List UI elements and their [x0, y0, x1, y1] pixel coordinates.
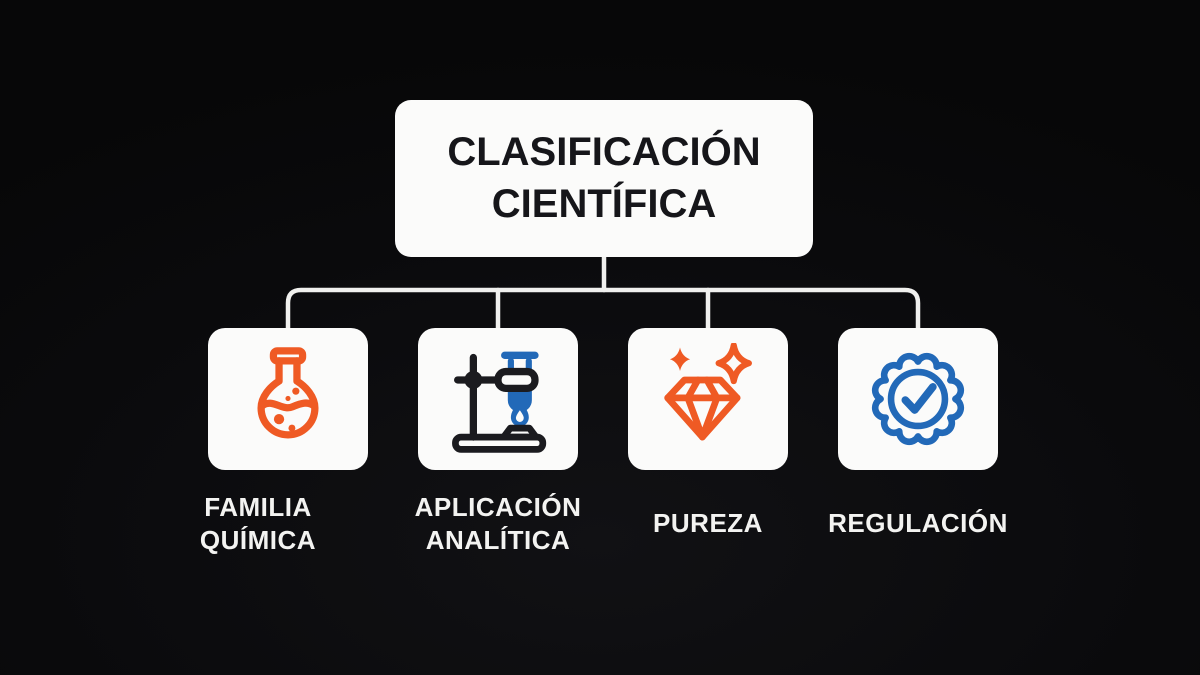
category-label: APLICACIÓN ANALÍTICA — [414, 491, 582, 555]
connector-branch-rail — [285, 287, 921, 333]
sparkle-small — [669, 347, 691, 371]
category-card-pureza — [628, 328, 788, 470]
category-card-familia-quimica — [208, 328, 368, 470]
category-card-regulacion — [838, 328, 998, 470]
sparkle-large — [715, 343, 752, 385]
badge-check-icon — [871, 352, 965, 446]
category-card-aplicacion-analitica — [418, 328, 578, 470]
lab-stand-icon — [452, 351, 547, 453]
page-title: CLASIFICACIÓN CIENTÍFICA — [447, 130, 761, 226]
category-label: REGULACIÓN — [828, 508, 1008, 539]
category-label: FAMILIA QUÍMICA — [199, 491, 317, 555]
title-card: CLASIFICACIÓN CIENTÍFICA — [395, 100, 813, 257]
gem-icon — [664, 343, 752, 441]
flask-icon — [257, 347, 319, 439]
category-label: PUREZA — [653, 508, 763, 539]
